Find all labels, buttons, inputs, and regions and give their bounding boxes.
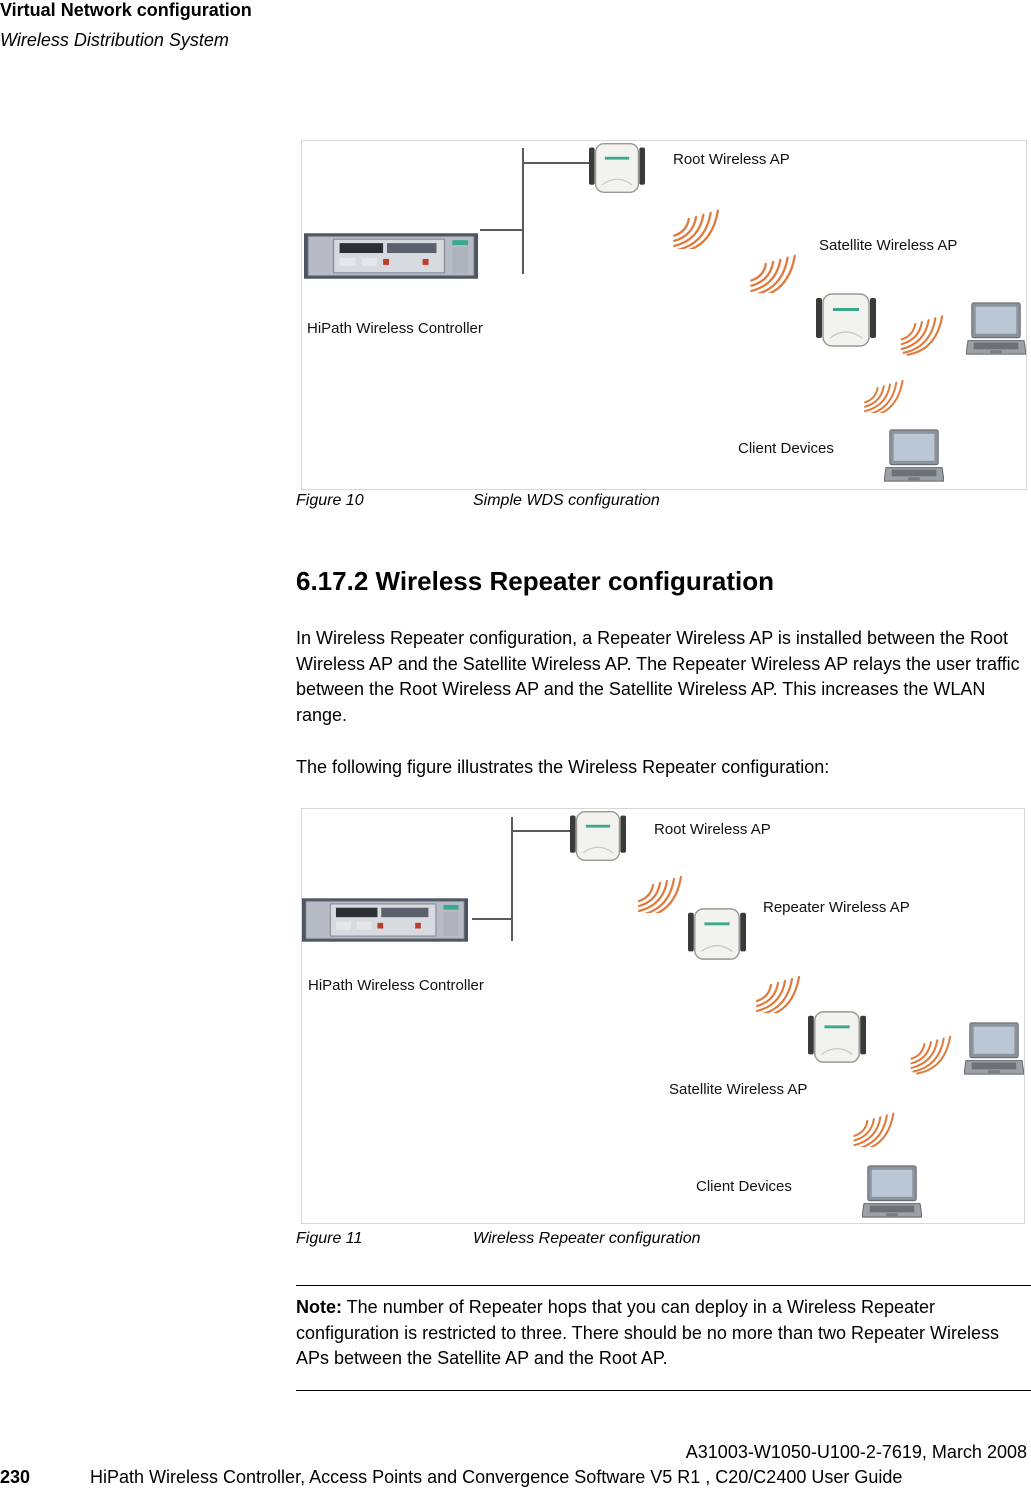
controller-label: HiPath Wireless Controller (308, 977, 484, 994)
figure-11-number: Figure 11 (296, 1230, 363, 1247)
figure-11-caption: Wireless Repeater configuration (473, 1230, 701, 1247)
note-top-rule (296, 1285, 1031, 1286)
laptop-icon (862, 1165, 922, 1218)
signal-waves-icon (910, 1035, 952, 1075)
root-ap-icon (570, 811, 626, 861)
controller-label: HiPath Wireless Controller (307, 320, 483, 337)
root-ap-label: Root Wireless AP (673, 151, 790, 168)
network-cable (472, 817, 570, 941)
signal-waves-icon (900, 314, 944, 357)
figure-10-number: Figure 10 (296, 492, 364, 509)
root-ap-label: Root Wireless AP (654, 821, 771, 838)
repeater-ap-label: Repeater Wireless AP (763, 899, 910, 916)
footer-doc-title: HiPath Wireless Controller, Access Point… (90, 1467, 903, 1487)
page-number: 230 (0, 1467, 31, 1487)
body-paragraph: The following figure illustrates the Wir… (296, 757, 830, 777)
signal-waves-icon (750, 254, 797, 293)
signal-waves-icon (755, 975, 801, 1013)
satellite-ap-icon (816, 293, 876, 347)
footer-doc-code: A31003-W1050-U100-2-7619, March 2008 (685, 1442, 1027, 1462)
root-ap-icon (589, 143, 645, 193)
section-heading: 6.17.2 Wireless Repeater configuration (296, 566, 775, 596)
body-paragraph: In Wireless Repeater configuration, a Re… (296, 628, 1020, 725)
client-devices-label: Client Devices (738, 440, 834, 457)
figure-10: Root Wireless AP Satellite Wireless AP H… (301, 140, 1027, 490)
figure-11-diagram (302, 811, 1024, 1218)
client-devices-label: Client Devices (696, 1178, 792, 1195)
controller-icon (302, 897, 468, 943)
note-text: The number of Repeater hops that you can… (296, 1297, 1000, 1369)
satellite-ap-label: Satellite Wireless AP (669, 1081, 808, 1098)
note-block: Note: The number of Repeater hops that y… (296, 1295, 1031, 1372)
network-cable (480, 148, 589, 274)
repeater-ap-icon (688, 908, 746, 960)
signal-waves-icon (853, 1112, 895, 1147)
satellite-ap-icon (808, 1011, 866, 1063)
note-bottom-rule (296, 1390, 1031, 1391)
running-header-subtitle: Wireless Distribution System (0, 30, 229, 50)
signal-waves-icon (673, 209, 720, 249)
figure-11: Root Wireless AP Repeater Wireless AP Hi… (301, 808, 1025, 1224)
signal-waves-icon (637, 875, 683, 913)
laptop-icon (884, 429, 944, 482)
running-header-title: Virtual Network configuration (0, 0, 252, 20)
satellite-ap-label: Satellite Wireless AP (819, 237, 958, 254)
signal-waves-icon (863, 379, 904, 413)
note-label: Note: (296, 1297, 342, 1317)
figure-10-diagram (304, 143, 1026, 482)
figure-10-caption: Simple WDS configuration (473, 492, 660, 509)
laptop-icon (964, 1022, 1024, 1075)
controller-icon (304, 233, 478, 279)
laptop-icon (966, 302, 1026, 355)
